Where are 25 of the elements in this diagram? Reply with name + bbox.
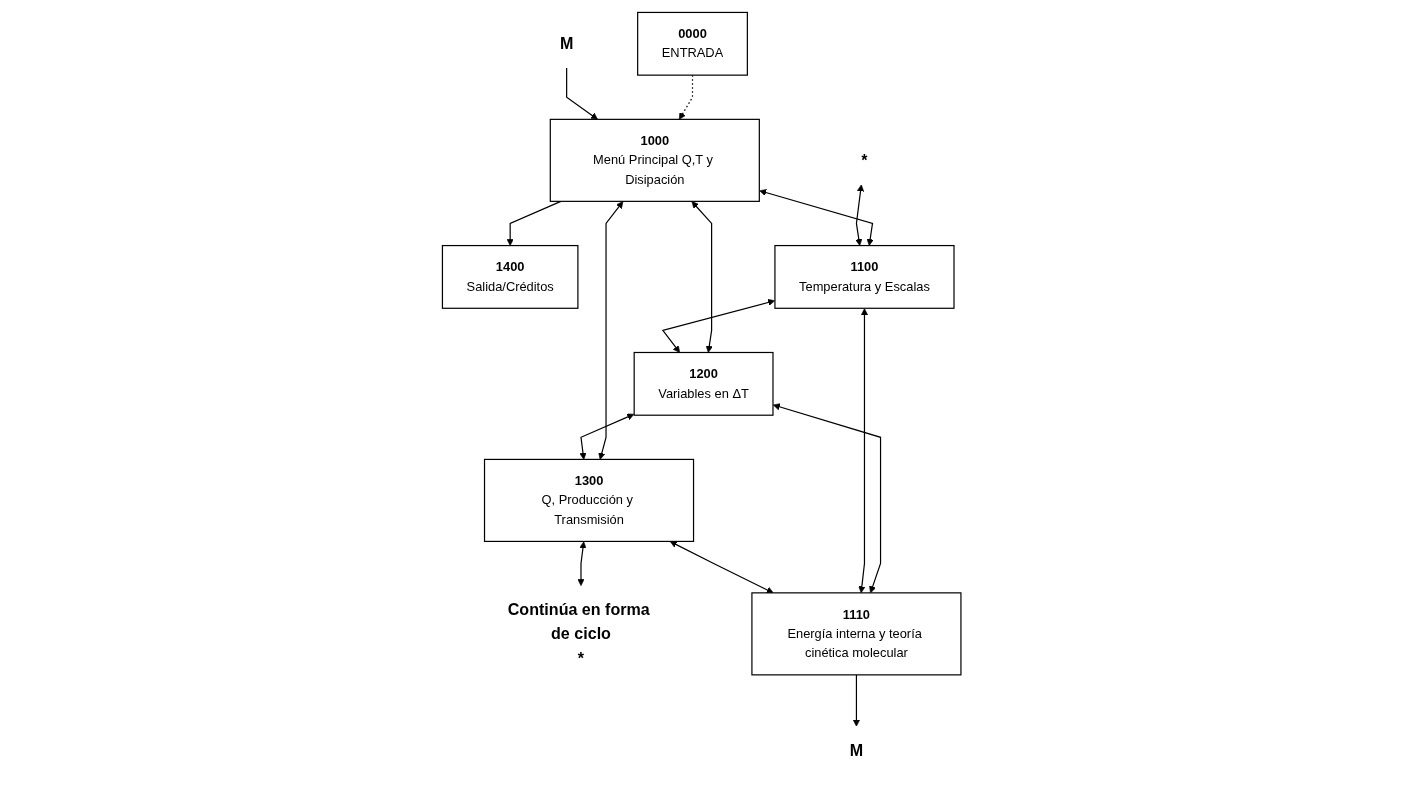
node-box: 1400 Salida/Créditos [442, 244, 579, 309]
arrow [759, 189, 874, 246]
node-box: 1110 Energía interna y teoría cinética molecular [751, 592, 962, 676]
arrow [773, 403, 882, 594]
node-text: * [861, 151, 868, 170]
node-label: Continúa en forma de ciclo [508, 600, 651, 643]
node-box: 1200 Variables en ΔT [633, 351, 774, 416]
arrow [506, 200, 562, 246]
arrow [577, 541, 587, 586]
arrow [670, 541, 774, 594]
node-box: 1000 Menú Principal Q,T y Disipación [550, 118, 761, 202]
arrow [858, 308, 869, 594]
node-box: 0000 ENTRADA [637, 11, 749, 76]
node-text: M [560, 34, 574, 53]
node-text: M [850, 741, 864, 760]
arrow [853, 674, 861, 727]
node-box: 1100 Temperatura y Escalas [774, 244, 955, 309]
node-text: * [578, 649, 585, 667]
arrow [566, 67, 599, 120]
node-box: 1300 Q, Producción y Transmisión [484, 458, 695, 542]
arrow [662, 298, 776, 353]
arrow [691, 201, 714, 353]
arrow [579, 413, 635, 460]
arrow [855, 184, 865, 246]
arrow [598, 201, 624, 460]
